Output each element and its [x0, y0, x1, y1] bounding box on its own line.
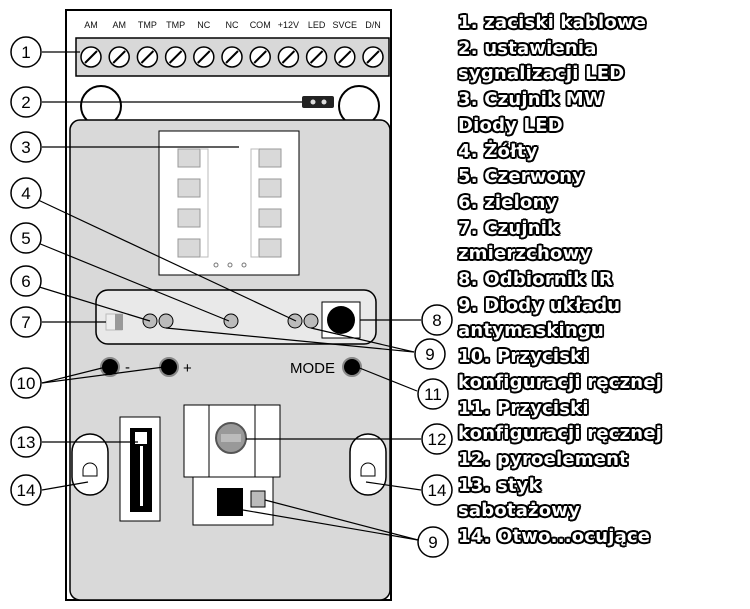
callout-circle	[417, 526, 449, 558]
callout-number: 7	[21, 313, 30, 332]
legend-item-14: 14. Otwo...ocujące	[458, 526, 651, 548]
legend-list: 1. zaciski kablowe 2. ustawienia sygnali…	[458, 10, 750, 550]
callout-circle	[421, 474, 453, 506]
terminal-label: D/N	[365, 20, 381, 30]
legend-item-11: 11. Przyciski konfiguracji ręcznej	[458, 397, 663, 445]
minus-label: -	[125, 359, 130, 376]
callout-circle	[421, 304, 453, 336]
legend-item-2: 2. ustawienia sygnalizacji LED	[458, 37, 625, 85]
callout-circle	[10, 86, 42, 118]
legend-item-12: 12. pyroelement	[458, 448, 628, 470]
callout-number: 14	[17, 481, 36, 500]
callout-circle	[10, 36, 42, 68]
callout-number: 9	[428, 533, 437, 552]
legend-item-7: 7. Czujnik zmierzchowy	[458, 217, 592, 265]
green-led-2	[158, 313, 174, 329]
terminal-label: AM	[84, 20, 98, 30]
callout-number: 12	[428, 430, 447, 449]
minus-button[interactable]	[100, 357, 120, 377]
plus-label: +	[183, 360, 192, 377]
callout-number: 14	[428, 481, 447, 500]
antimask-diode	[217, 488, 243, 516]
callout-circle	[421, 423, 453, 455]
red-led	[223, 313, 239, 329]
terminal-label: SVCE	[333, 20, 358, 30]
terminal-label: AM	[112, 20, 126, 30]
leader-lines	[35, 51, 422, 541]
callout-circle	[417, 378, 449, 410]
legend-item-1: 1. zaciski kablowe	[458, 12, 647, 33]
terminal-labels: AM AM TMP TMP NC NC COM +12V LED SVCE D/N	[84, 20, 381, 30]
terminal-label: +12V	[278, 20, 299, 30]
legend-item-9: 9. Diody układu antymaskingu	[458, 294, 621, 342]
led-jumper	[302, 96, 334, 108]
callout-circle	[10, 131, 42, 163]
callout-circle	[10, 265, 42, 297]
callout-number: 1	[21, 43, 30, 62]
legend-item-8: 8. Odbiornik IR	[458, 269, 613, 291]
antimask-led-2	[303, 313, 319, 329]
callout-number: 9	[425, 345, 434, 364]
terminal-label: NC	[226, 20, 239, 30]
terminal-label: NC	[197, 20, 210, 30]
callout-circle	[10, 367, 42, 399]
callout-number: 4	[21, 184, 30, 203]
callout-number: 2	[21, 93, 30, 112]
terminal-label: COM	[250, 20, 271, 30]
mode-label: MODE	[290, 360, 335, 377]
terminal-screws	[80, 46, 384, 68]
callout-number: 10	[17, 374, 36, 393]
legend-item-4: 4. Żółty	[458, 140, 538, 162]
mode-button[interactable]	[342, 357, 362, 377]
legend-item-5: 5. Czerwony	[458, 166, 585, 188]
callout-circle	[10, 222, 42, 254]
mw-patches	[177, 148, 282, 258]
terminal-label: TMP	[166, 20, 185, 30]
callout-circle	[10, 306, 42, 338]
callout-circle	[414, 338, 446, 370]
legend-item-13: 13. styk sabotażowy	[458, 474, 581, 522]
callout-circle	[10, 426, 42, 458]
callout-number: 3	[21, 138, 30, 157]
callout-number: 6	[21, 272, 30, 291]
terminal-label: LED	[308, 20, 326, 30]
callout-circle	[10, 474, 42, 506]
callout-number: 11	[424, 385, 442, 404]
legend-item-6: 6. zielony	[458, 191, 558, 213]
callout-circle	[10, 177, 42, 209]
legend-item-3: 3. Czujnik MW Diody LED	[458, 89, 604, 136]
callout-number: 8	[432, 311, 441, 330]
terminal-label: TMP	[138, 20, 157, 30]
callout-number: 13	[17, 433, 36, 452]
callout-number: 5	[21, 229, 30, 248]
legend-item-10: 10. Przyciski konfiguracji ręcznej	[458, 346, 663, 393]
